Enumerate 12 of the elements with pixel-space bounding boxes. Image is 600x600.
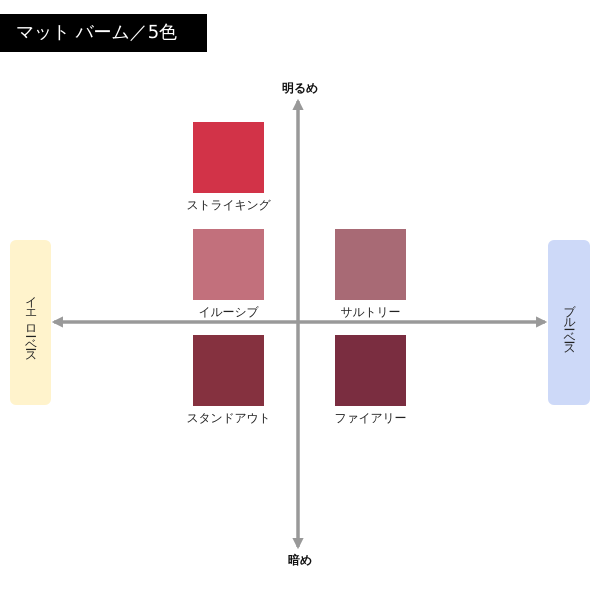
swatch-label: ファイアリー	[334, 410, 406, 427]
swatch-label: ストライキング	[186, 197, 270, 214]
swatch-label: サルトリー	[340, 304, 400, 321]
swatch-label: スタンドアウト	[186, 410, 270, 427]
axis-arrow	[52, 316, 548, 328]
axis-label: 暗め	[280, 552, 320, 568]
axis-label: 明るめ	[280, 80, 320, 96]
title-bar: マット バーム／5色	[0, 14, 207, 52]
swatch-label: イルーシブ	[198, 304, 258, 321]
side-label-box: ブルーベース	[548, 240, 590, 405]
side-label-box: イエローベース	[10, 240, 51, 405]
axis-arrow	[292, 98, 304, 550]
